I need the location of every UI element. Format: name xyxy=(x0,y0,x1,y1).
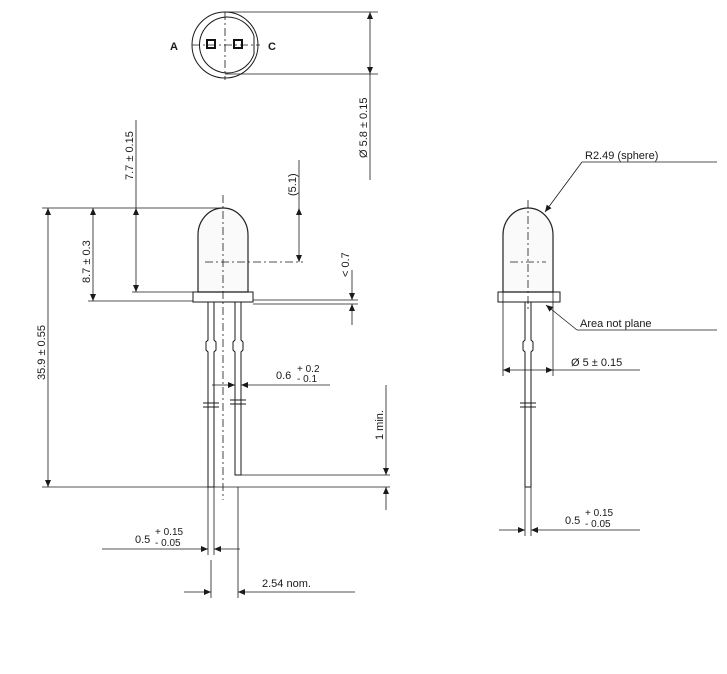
front-thick-dim-base: 0.5 xyxy=(565,515,580,527)
lead-offset-dim: 1 min. xyxy=(374,410,386,440)
side-thick-dim-base: 0.5 xyxy=(135,534,150,546)
front-thick-dim-plus: + 0.15 xyxy=(585,508,614,519)
top-view: A C Ø 5.8 ± 0.15 xyxy=(170,11,378,180)
front-view-flange xyxy=(497,291,561,303)
dome-ref-dim: (5.1) xyxy=(287,173,299,196)
side-thick-dim-plus: + 0.15 xyxy=(155,527,184,538)
cathode-label: C xyxy=(268,41,276,53)
front-thick-dim-minus: - 0.05 xyxy=(585,519,611,530)
lead-width-dim-minus: - 0.1 xyxy=(297,374,317,385)
lead-width-dim-base: 0.6 xyxy=(276,370,291,382)
front-view: R2.49 (sphere) Area not plane Ø 5 ± 0.15… xyxy=(497,150,717,536)
pitch-dim: 2.54 nom. xyxy=(262,578,311,590)
side-thick-dim-minus: - 0.05 xyxy=(155,538,181,549)
radius-label: R2.49 (sphere) xyxy=(585,150,658,162)
anode-lead xyxy=(205,302,217,488)
lead-width-dim-plus: + 0.2 xyxy=(297,364,320,375)
radius-leader-diag xyxy=(544,161,583,213)
dome-flange-dim: 7.7 ± 0.15 xyxy=(124,131,136,180)
anode-label: A xyxy=(170,41,178,53)
side-view: 35.9 ± 0.55 8.7 ± 0.3 7.7 ± 0.15 (5.1) <… xyxy=(36,120,390,598)
lens-height-dim: 8.7 ± 0.3 xyxy=(81,240,93,283)
cathode-pad xyxy=(233,39,243,49)
top-view-diameter-dim: Ø 5.8 ± 0.15 xyxy=(358,98,370,158)
front-diameter-dim: Ø 5 ± 0.15 xyxy=(571,357,622,369)
cathode-lead xyxy=(232,302,244,476)
flange-dim: < 0.7 xyxy=(340,252,352,277)
overall-length-dim: 35.9 ± 0.55 xyxy=(36,325,48,380)
area-leader-diag xyxy=(545,304,578,331)
front-view-lead xyxy=(522,302,534,488)
anode-pad xyxy=(206,39,216,49)
area-note: Area not plane xyxy=(580,318,652,330)
